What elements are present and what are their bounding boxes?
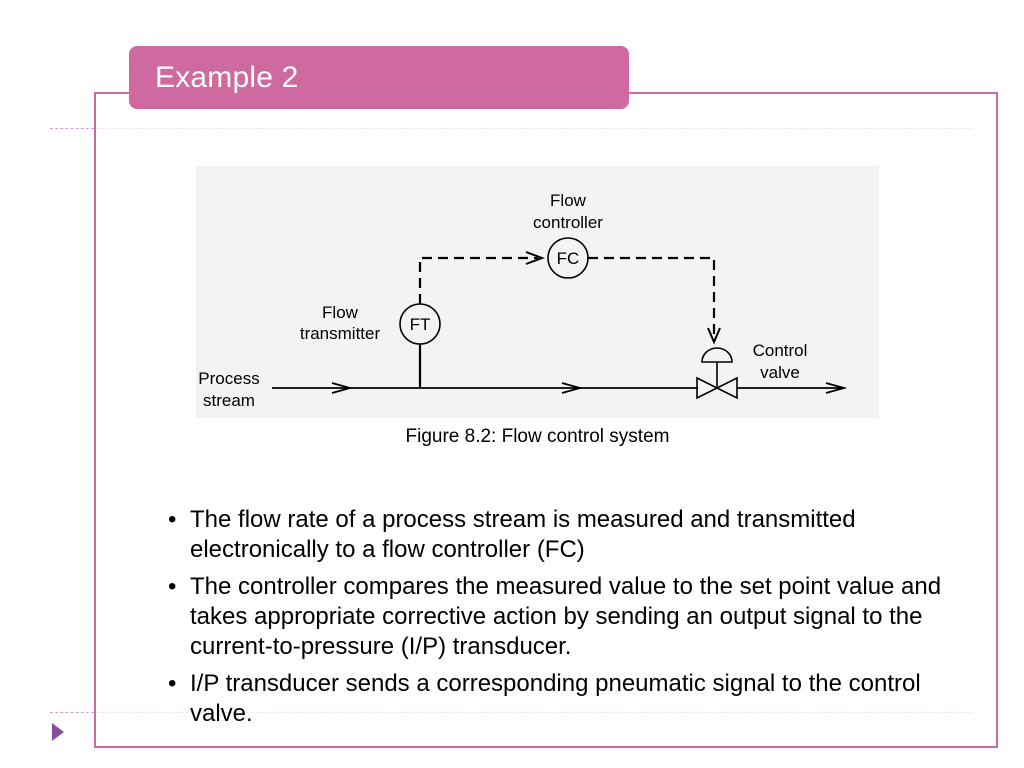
control-valve-label-line2: valve [760, 363, 800, 382]
bullet-item: The controller compares the measured val… [168, 572, 958, 662]
stream-arrow-1-icon [331, 382, 354, 394]
flow-transmitter-label-line1: Flow [322, 303, 359, 322]
arrow-into-valve-icon [707, 327, 721, 345]
flow-controller-label-line1: Flow [550, 191, 587, 210]
arrow-into-fc-icon [525, 251, 545, 265]
flow-control-diagram: Flow controller FC Flow transmitter FT P… [196, 166, 879, 418]
figure-caption: Figure 8.2: Flow control system [405, 426, 670, 447]
bullet-list: The flow rate of a process stream is mea… [168, 505, 958, 736]
valve-actuator-icon [701, 347, 733, 363]
stream-arrow-2-icon [561, 382, 584, 394]
ft-symbol: FT [410, 315, 431, 334]
control-valve-label-line1: Control [753, 341, 808, 360]
fc-symbol: FC [557, 249, 580, 268]
flow-controller-label-line2: controller [533, 213, 603, 232]
top-left-dash-divider [50, 128, 94, 129]
top-right-dash-divider [96, 128, 972, 129]
bottom-left-dash-divider [50, 712, 94, 713]
diagram-canvas: Flow controller FC Flow transmitter FT P… [198, 191, 848, 410]
ft-to-fc-signal-line [418, 256, 538, 304]
valve-body-left-icon [696, 376, 719, 400]
bullet-item: I/P transducer sends a corresponding pne… [168, 669, 958, 729]
fc-to-valve-signal-line [588, 256, 716, 338]
slide-title: Example 2 [155, 60, 299, 94]
bullet-item: The flow rate of a process stream is mea… [168, 505, 958, 565]
flow-transmitter-label-line2: transmitter [300, 324, 381, 343]
process-stream-label-line2: stream [203, 391, 255, 410]
next-slide-arrow-icon[interactable] [52, 723, 64, 741]
valve-body-right-icon [715, 376, 738, 400]
outlet-arrow-icon [825, 382, 848, 394]
title-tab: Example 2 [129, 46, 629, 109]
process-stream-label-line1: Process [198, 369, 259, 388]
